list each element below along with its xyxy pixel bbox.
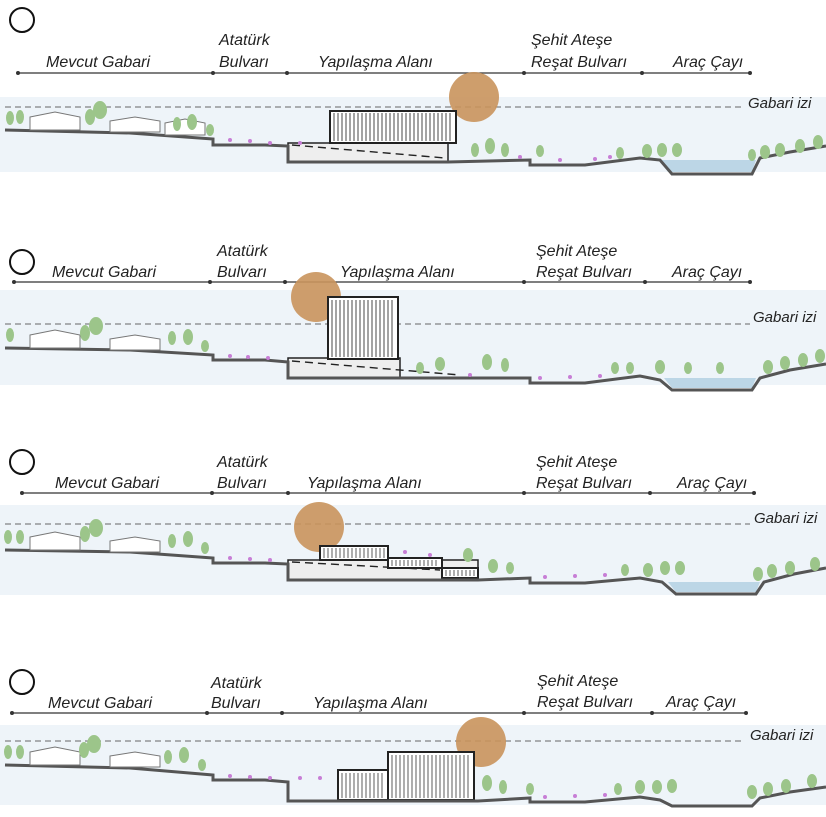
zone-ticks	[16, 71, 752, 75]
label-arac-cayi: Araç Çayı	[665, 694, 736, 711]
basement-dash	[291, 360, 461, 376]
label-ataturk-2: Bulvarı	[211, 695, 261, 712]
label-arac-cayi: Araç Çayı	[672, 54, 743, 71]
label-yapilasma: Yapılaşma Alanı	[313, 695, 428, 712]
label-gabari-izi: Gabari izi	[748, 95, 812, 112]
label-ataturk-2: Bulvarı	[217, 475, 267, 492]
section-panel-1: Mevcut Gabari Atatürk Bulvarı Yapılaşma …	[0, 7, 826, 176]
label-ataturk-1: Atatürk	[218, 32, 271, 49]
water	[668, 582, 760, 592]
label-gabari-izi: Gabari izi	[753, 309, 817, 326]
flowers	[228, 774, 607, 799]
sun-disc	[294, 502, 344, 552]
building-hatch	[331, 300, 393, 357]
label-yapilasma: Yapılaşma Alanı	[307, 475, 422, 492]
circle-icon	[9, 249, 35, 275]
building	[327, 296, 399, 360]
ground-line	[4, 548, 826, 596]
label-mevcut-gabari: Mevcut Gabari	[52, 264, 156, 281]
section-panel-4: Mevcut Gabari Atatürk Bulvarı Yapılaşma …	[0, 669, 826, 808]
label-sehit-2: Reşat Bulvarı	[531, 54, 627, 71]
houses	[29, 746, 161, 768]
sun-disc	[449, 72, 499, 122]
circle-icon	[9, 7, 35, 33]
label-mevcut-gabari: Mevcut Gabari	[46, 54, 150, 71]
label-mevcut-gabari: Mevcut Gabari	[48, 695, 152, 712]
flowers	[228, 354, 602, 380]
label-sehit-1: Şehit Ateşe	[536, 243, 617, 260]
building-hatch	[341, 755, 469, 798]
section-panel-3: Mevcut Gabari Atatürk Bulvarı Yapılaşma …	[0, 449, 826, 596]
label-ataturk-1: Atatürk	[210, 675, 263, 692]
label-arac-cayi: Araç Çayı	[671, 264, 742, 281]
trees	[4, 519, 820, 581]
building	[329, 110, 457, 144]
label-sehit-1: Şehit Ateşe	[531, 32, 612, 49]
label-ataturk-2: Bulvarı	[217, 264, 267, 281]
label-yapilasma: Yapılaşma Alanı	[318, 54, 433, 71]
label-sehit-2: Reşat Bulvarı	[537, 694, 633, 711]
water	[660, 160, 756, 172]
building-hatch	[333, 113, 451, 141]
flowers	[228, 550, 607, 579]
ground-line	[4, 128, 826, 176]
trees	[4, 735, 817, 799]
label-sehit-1: Şehit Ateşe	[537, 673, 618, 690]
label-mevcut-gabari: Mevcut Gabari	[55, 475, 159, 492]
houses	[29, 531, 161, 553]
building-hatch	[323, 548, 475, 576]
trees	[6, 317, 825, 374]
label-ataturk-1: Atatürk	[216, 454, 269, 471]
water	[664, 378, 756, 388]
label-arac-cayi: Araç Çayı	[676, 475, 747, 492]
label-sehit-1: Şehit Ateşe	[536, 454, 617, 471]
houses	[29, 329, 161, 351]
label-sehit-2: Reşat Bulvarı	[536, 475, 632, 492]
zone-ticks	[12, 280, 752, 284]
label-gabari-izi: Gabari izi	[750, 727, 814, 744]
ground-line	[4, 346, 826, 392]
building	[319, 545, 479, 579]
label-yapilasma: Yapılaşma Alanı	[340, 264, 455, 281]
label-ataturk-2: Bulvarı	[219, 54, 269, 71]
trees	[6, 101, 823, 161]
label-sehit-2: Reşat Bulvarı	[536, 264, 632, 281]
circle-icon	[9, 669, 35, 695]
label-gabari-izi: Gabari izi	[754, 510, 818, 527]
label-ataturk-1: Atatürk	[216, 243, 269, 260]
section-panel-2: Mevcut Gabari Atatürk Bulvarı Yapılaşma …	[0, 243, 826, 392]
ground-line	[4, 763, 826, 808]
flowers	[228, 138, 612, 162]
zone-ticks	[10, 711, 748, 715]
circle-icon	[9, 449, 35, 475]
zone-ticks	[20, 491, 756, 495]
basement	[287, 142, 449, 163]
